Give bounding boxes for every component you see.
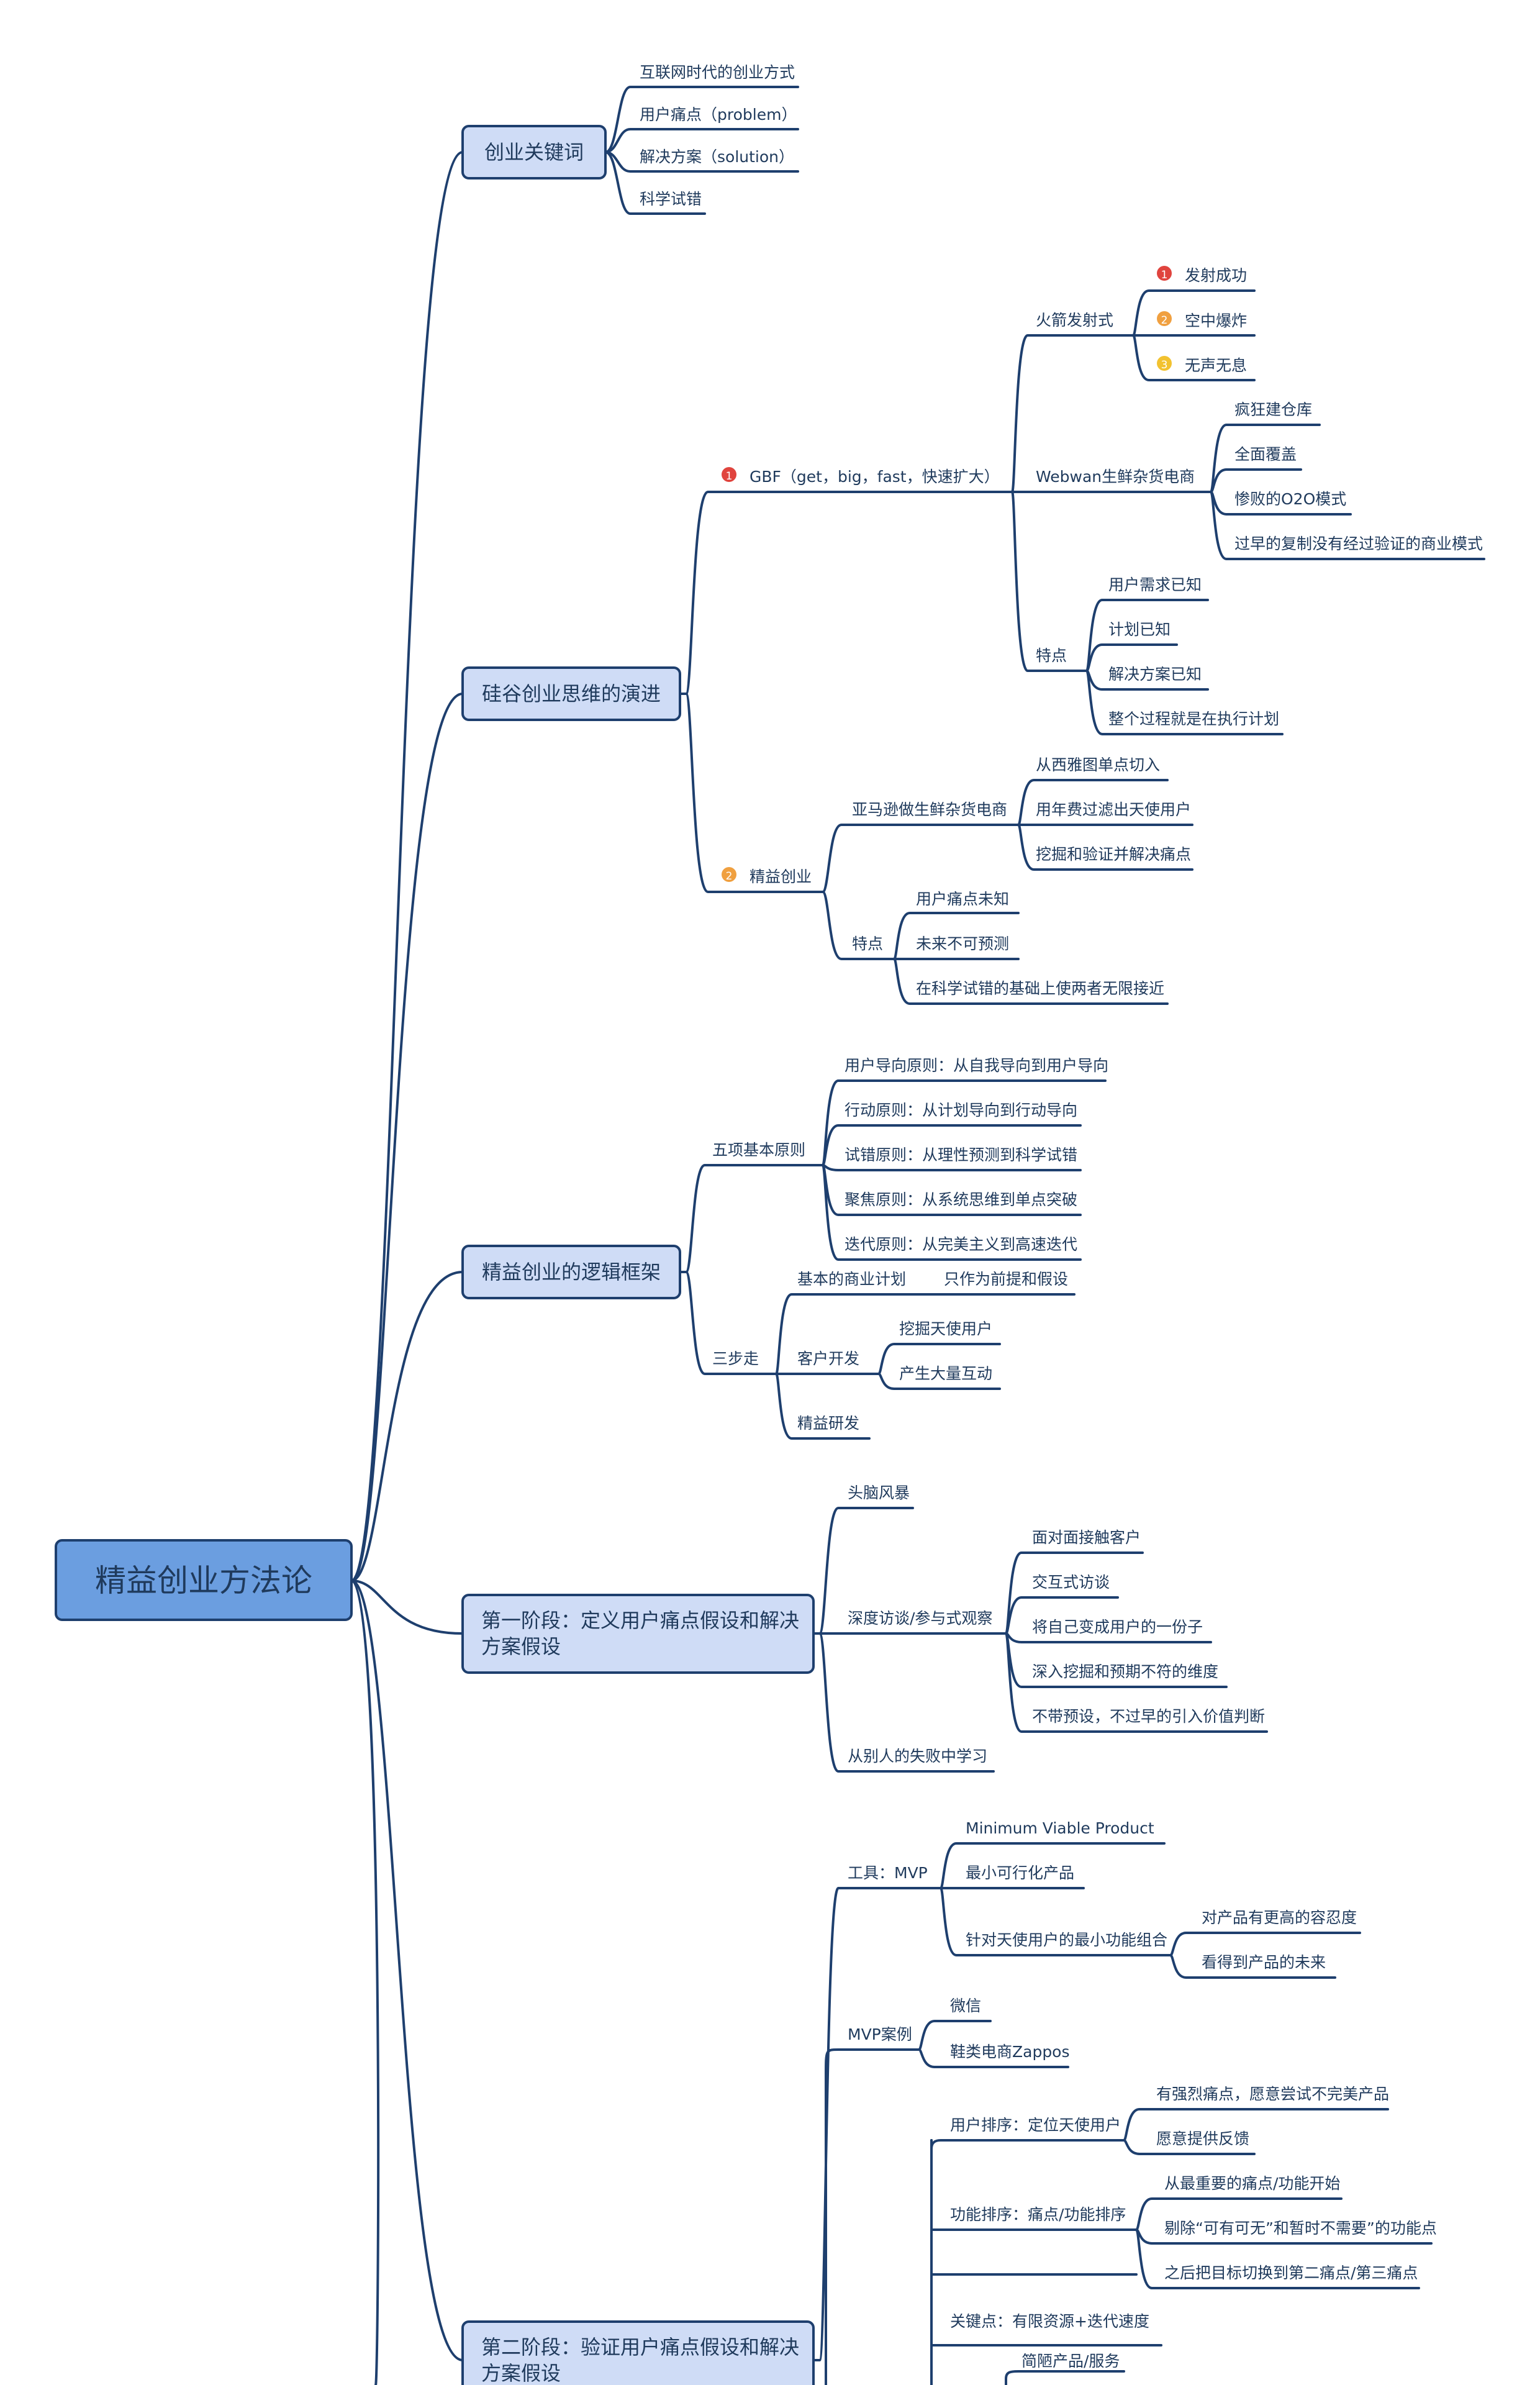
gbf-feature-item: 整个过程就是在执行计划 [1108,710,1279,728]
branch-evolution: 硅谷创业思维的演进 1 GBF（get，big，fast，快速扩大） 火箭发射式… [461,266,1485,1005]
key-label: 关键点：有限资源+迭代速度 [950,2312,1149,2330]
gbf-label: GBF（get，big，fast，快速扩大） [750,468,1000,486]
rocket-item: 空中爆炸 [1185,312,1247,330]
brainstorm-label: 头脑风暴 [848,1484,910,1502]
principle-item: 用户导向原则：从自我导向到用户导向 [845,1056,1108,1074]
marker-text: 2 [1161,314,1168,327]
marker-text: 3 [1161,359,1168,371]
principle-item: 行动原则：从计划导向到行动导向 [845,1101,1077,1119]
gbf-marker: 1 [726,470,733,483]
functions-item: 之后把目标切换到第二痛点/第三痛点 [1164,2264,1418,2282]
users-item: 愿意提供反馈 [1156,2130,1249,2148]
webwan-item: 惨败的O2O模式 [1234,490,1346,508]
marker-3-icon [1157,356,1172,371]
cases-label: MVP案例 [848,2025,912,2043]
interview-item: 交互式访谈 [1032,1573,1110,1591]
lean-feature-item: 未来不可预测 [916,935,1009,953]
webwan-item: 疯狂建仓库 [1234,401,1312,419]
stage1-label-line1: 第一阶段：定义用户痛点假设和解决 [481,1609,799,1632]
node-stage2[interactable]: 第二阶段：验证用户痛点假设和解决 方案假设 [461,2320,815,2385]
rocket-item: 发射成功 [1185,266,1247,284]
evolution-label: 硅谷创业思维的演进 [482,682,661,706]
customer-item: 挖掘天使用户 [899,1320,992,1338]
interview-item: 深入挖掘和预期不符的维度 [1032,1663,1218,1681]
functions-item: 从最重要的痛点/功能开始 [1164,2174,1340,2192]
interview-item: 将自己变成用户的一份子 [1032,1618,1203,1636]
rocket-label: 火箭发射式 [1036,311,1113,329]
principle-item: 迭代原则：从完美主义到高速迭代 [845,1235,1077,1253]
mvp-def-en: Minimum Viable Product [966,1819,1154,1837]
node-framework[interactable]: 精益创业的逻辑框架 [461,1245,681,1299]
customer-label: 客户开发 [797,1350,859,1368]
marker-2-icon [722,867,736,882]
plan-label: 基本的商业计划 [797,1270,906,1288]
keyword-item: 用户痛点（problem） [640,106,797,124]
marker-2-icon [1157,311,1172,326]
interview-item: 不带预设，不过早的引入价值判断 [1032,1707,1265,1725]
simple-label: 简陋产品/服务 [1021,2352,1120,2370]
mvp-def-cn: 最小可行化产品 [966,1864,1074,1882]
lean-marker: 2 [726,870,733,883]
framework-label: 精益创业的逻辑框架 [482,1260,661,1284]
branch-framework: 精益创业的逻辑框架 五项基本原则 三步走 用户导向原则：从自我导向到用户导向 行… [461,1056,1108,1440]
principle-item: 聚焦原则：从系统思维到单点突破 [845,1191,1077,1209]
stage2-label-line1: 第二阶段：验证用户痛点假设和解决 [481,2335,799,2359]
root-node[interactable]: 精益创业方法论 [55,1539,353,1621]
webwan-item: 全面覆盖 [1234,445,1297,463]
lean-feature-item: 在科学试错的基础上使两者无限接近 [916,979,1164,997]
principles-label: 五项基本原则 [712,1141,805,1159]
gbf-feature-item: 计划已知 [1108,620,1171,638]
lean-features-label: 特点 [852,935,883,953]
interview-item: 面对面接触客户 [1032,1529,1141,1547]
functions-item: 剔除“可有可无”和暂时不需要”的功能点 [1164,2219,1437,2237]
branch-stage1: 第一阶段：定义用户痛点假设和解决 方案假设 头脑风暴 深度访谈/参与式观察 从别… [461,1484,1268,1773]
webwan-item: 过早的复制没有经过验证的商业模式 [1234,535,1483,553]
stage2-label-line2: 方案假设 [481,2361,561,2385]
keyword-item: 互联网时代的创业方式 [640,63,795,81]
combo-item: 对产品有更高的容忍度 [1202,1909,1357,1927]
users-label: 用户排序：定位天使用户 [950,2116,1121,2134]
rocket-item: 无声无息 [1185,357,1247,375]
stage1-label-line2: 方案假设 [481,1635,561,1658]
customer-item: 产生大量互动 [899,1365,992,1383]
interview-label: 深度访谈/参与式观察 [848,1609,992,1627]
keyword-item: 科学试错 [640,190,702,208]
amazon-label: 亚马逊做生鲜杂货电商 [852,801,1007,819]
amazon-item: 用年费过滤出天使用户 [1036,801,1191,819]
node-evolution[interactable]: 硅谷创业思维的演进 [461,666,681,721]
learn-label: 从别人的失败中学习 [848,1747,987,1765]
node-keywords[interactable]: 创业关键词 [461,125,607,179]
keywords-label: 创业关键词 [484,140,584,164]
amazon-item: 从西雅图单点切入 [1036,756,1160,774]
amazon-item: 挖掘和验证并解决痛点 [1036,845,1191,863]
root-edges [350,151,464,2385]
webwan-label: Webwan生鲜杂货电商 [1036,468,1195,486]
node-stage1[interactable]: 第一阶段：定义用户痛点假设和解决 方案假设 [461,1594,815,1674]
lean-feature-item: 用户痛点未知 [916,890,1009,908]
gbf-feature-item: 用户需求已知 [1108,576,1202,594]
functions-label: 功能排序：痛点/功能排序 [950,2206,1126,2224]
branch-keywords: 创业关键词 互联网时代的创业方式 用户痛点（problem） 解决方案（solu… [461,63,799,215]
gbf-features-label: 特点 [1036,647,1067,665]
marker-1-icon [722,467,736,482]
lean-label: 精益创业 [750,868,812,886]
gbf-feature-item: 解决方案已知 [1108,665,1202,683]
plan-child: 只作为前提和假设 [944,1270,1068,1288]
steps-label: 三步走 [712,1350,759,1368]
keyword-item: 解决方案（solution） [640,148,794,166]
combo-item: 看得到产品的未来 [1202,1953,1326,1971]
marker-text: 1 [1161,269,1168,281]
mvp-label: 工具：MVP [848,1864,928,1882]
users-item: 有强烈痛点，愿意尝试不完美产品 [1156,2085,1389,2103]
combo-label: 针对天使用户的最小功能组合 [966,1931,1167,1949]
rd-label: 精益研发 [797,1414,859,1432]
principle-item: 试错原则：从理性预测到科学试错 [845,1146,1077,1164]
marker-1-icon [1157,266,1172,281]
branch-stage2: 第二阶段：验证用户痛点假设和解决 方案假设 工具：MVP Minimum Via… [461,1819,1437,2385]
case-item: 鞋类电商Zappos [950,2043,1070,2061]
root-label: 精益创业方法论 [95,1563,312,1599]
case-item: 微信 [950,1997,981,2015]
